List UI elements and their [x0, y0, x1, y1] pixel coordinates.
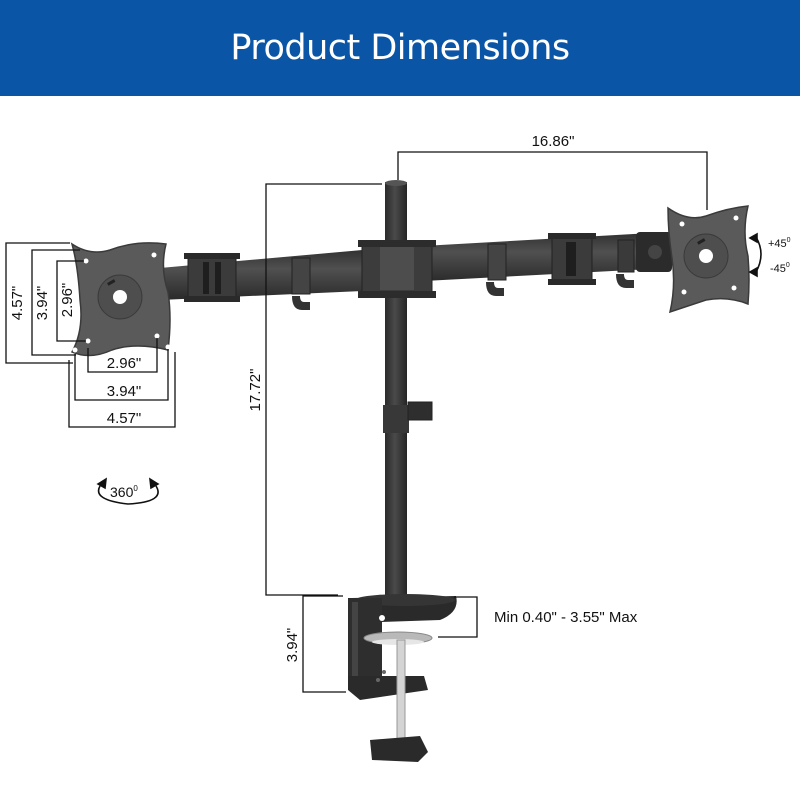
tilt-arrow-icon — [748, 232, 762, 278]
vesa-vertical-middle-label: 3.94" — [34, 286, 51, 321]
desk-clamp — [348, 594, 457, 762]
tilt-up-label: +450 — [768, 237, 791, 250]
dimension-lines — [5, 151, 708, 693]
clamp-height-label: 3.94" — [284, 628, 301, 663]
pole-height-label: 17.72" — [247, 369, 264, 412]
monitor-mount — [70, 180, 750, 762]
tilt-down-label: -450 — [770, 262, 790, 275]
swivel-arrow-icon — [96, 477, 160, 505]
title-banner: Product Dimensions — [0, 0, 800, 96]
vesa-vertical-inner-label: 2.96" — [59, 283, 76, 318]
vesa-horizontal-outer-label: 4.57" — [107, 410, 142, 427]
left-arm — [160, 248, 385, 310]
desk-thickness-label: Min 0.40" - 3.55" Max — [494, 609, 638, 626]
vesa-vertical-outer-label: 4.57" — [9, 286, 26, 321]
page-title: Product Dimensions — [230, 28, 570, 68]
left-vesa-plate — [70, 242, 171, 357]
right-vesa-plate — [667, 205, 750, 314]
vesa-horizontal-middle-label: 3.94" — [107, 383, 142, 400]
swivel-label: 3600 — [110, 484, 138, 500]
vesa-horizontal-inner-label: 2.96" — [107, 355, 142, 372]
right-arm — [405, 232, 672, 296]
pole — [358, 180, 436, 600]
arm-span-label: 16.86" — [532, 133, 575, 150]
